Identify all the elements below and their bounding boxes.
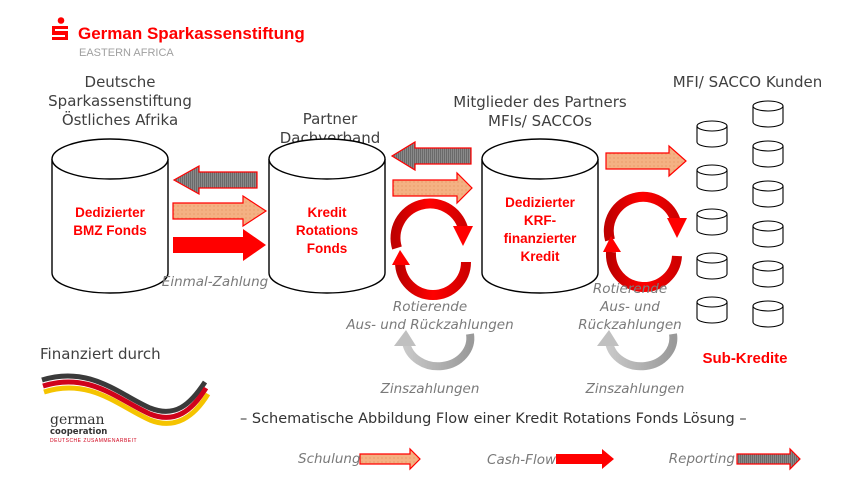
reporting-arrow-2 [390, 140, 472, 172]
interest-label-2: Zinszahlungen [585, 381, 685, 397]
client-cylinder [752, 260, 784, 288]
legend-reporting-label: Reporting [668, 451, 735, 467]
cylinder-member-credit [481, 138, 599, 294]
interest-cycle-1 [394, 330, 475, 371]
logo-line-deutsche: DEUTSCHE ZUSAMMENARBEIT [50, 438, 138, 444]
german-cooperation-flag-swoosh [41, 373, 211, 426]
one-time-payment-label: Einmal-Zahlung [161, 274, 269, 290]
rotation-cycle-2 [603, 191, 687, 292]
training-arrow-1 [172, 194, 268, 228]
cash-arrow-1 [173, 229, 266, 261]
cylinder-bmz-fund [51, 138, 169, 294]
client-cylinder [696, 120, 728, 148]
client-cylinder [752, 300, 784, 328]
diagram-caption: – Schematische Abbildung Flow einer Kred… [240, 411, 747, 427]
sub-credits-label: Sub-Kredite [702, 350, 788, 367]
logo-line-german: german [50, 412, 105, 428]
legend-cash-arrow [556, 449, 614, 469]
legend-training-label: Schulung [298, 451, 361, 467]
column-title-clients: MFI/ SACCO Kunden [672, 73, 823, 91]
rotation-cycle-1 [390, 198, 473, 300]
client-cylinder [752, 100, 784, 128]
interest-label-1: Zinszahlungen [380, 381, 480, 397]
client-cylinder [696, 164, 728, 192]
sparkasse-logo [50, 17, 72, 49]
brand-subtitle: EASTERN AFRICA [79, 47, 174, 59]
training-arrow-3 [605, 144, 687, 178]
client-cylinder [752, 220, 784, 248]
brand-name: German Sparkassenstiftung [78, 24, 305, 43]
legend-reporting-arrow [736, 447, 801, 471]
client-cylinder [752, 180, 784, 208]
reporting-arrow-1 [172, 164, 258, 196]
cylinder-rotation-fund [268, 138, 386, 294]
legend-training-arrow [359, 447, 421, 471]
german-cooperation-logo-text: german cooperation DEUTSCHE ZUSAMMENARBE… [50, 413, 137, 445]
sparkasse-s-icon [52, 17, 68, 40]
client-cylinder [696, 296, 728, 324]
interest-cycle-2 [597, 330, 678, 371]
client-cylinder [696, 252, 728, 280]
client-cylinder [696, 208, 728, 236]
logo-line-cooperation: cooperation [50, 427, 108, 437]
legend-cash-label: Cash-Flow [487, 452, 556, 468]
funded-by-label: Finanziert durch [40, 345, 161, 363]
training-arrow-2 [392, 171, 473, 205]
client-cylinder [752, 140, 784, 168]
